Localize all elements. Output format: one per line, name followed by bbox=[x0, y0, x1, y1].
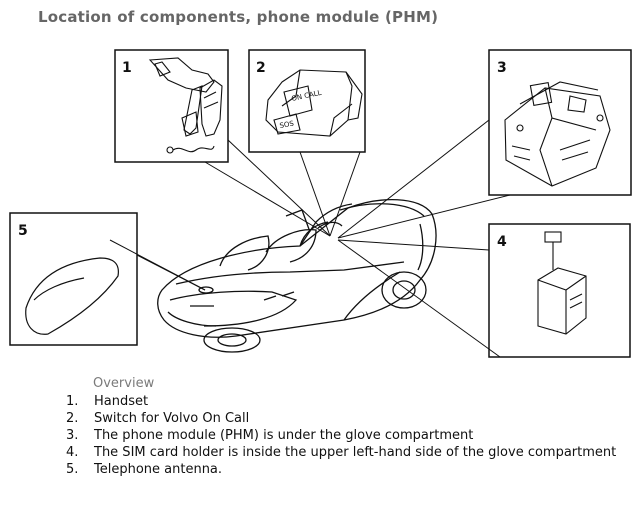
component-location-diagram: ON CALL SOS bbox=[9, 49, 632, 358]
list-item: 1. Handset bbox=[66, 393, 626, 410]
callout-box-4 bbox=[488, 223, 631, 358]
list-item: 4. The SIM card holder is inside the upp… bbox=[66, 444, 626, 461]
car-illustration bbox=[157, 199, 437, 353]
sos-label: SOS bbox=[279, 119, 295, 129]
switch-illustration: ON CALL SOS bbox=[265, 69, 363, 137]
callout-box-5 bbox=[9, 212, 138, 346]
handset-illustration bbox=[148, 57, 223, 154]
legend-list: 1. Handset 2. Switch for Volvo On Call 3… bbox=[66, 393, 626, 478]
list-item: 3. The phone module (PHM) is under the g… bbox=[66, 427, 626, 444]
callout-box-1 bbox=[114, 49, 229, 163]
sim-holder-illustration bbox=[537, 231, 587, 335]
list-item-text: The phone module (PHM) is under the glov… bbox=[94, 428, 474, 443]
list-item-number: 1. bbox=[66, 394, 79, 409]
callout-number-5: 5 bbox=[18, 223, 28, 239]
list-item: 2. Switch for Volvo On Call bbox=[66, 410, 626, 427]
list-item-number: 5. bbox=[66, 462, 79, 477]
list-item-text: Telephone antenna. bbox=[94, 462, 223, 477]
antenna-illustration bbox=[25, 257, 119, 335]
list-item-text: Handset bbox=[94, 394, 149, 409]
callout-number-1: 1 bbox=[122, 60, 132, 76]
legend-heading: Overview bbox=[93, 376, 155, 391]
list-item-number: 4. bbox=[66, 445, 79, 460]
list-item-number: 2. bbox=[66, 411, 79, 426]
callout-number-3: 3 bbox=[497, 60, 507, 76]
list-item-text: Switch for Volvo On Call bbox=[94, 411, 250, 426]
page-title: Location of components, phone module (PH… bbox=[38, 8, 439, 26]
list-item-number: 3. bbox=[66, 428, 79, 443]
on-call-label: ON CALL bbox=[291, 89, 323, 103]
list-item: 5. Telephone antenna. bbox=[66, 461, 626, 478]
callout-number-4: 4 bbox=[497, 234, 507, 250]
callout-box-2 bbox=[248, 49, 366, 153]
callout-box-3 bbox=[488, 49, 632, 196]
list-item-text: The SIM card holder is inside the upper … bbox=[94, 445, 617, 460]
phone-module-illustration bbox=[504, 81, 611, 187]
callout-number-2: 2 bbox=[256, 60, 266, 76]
